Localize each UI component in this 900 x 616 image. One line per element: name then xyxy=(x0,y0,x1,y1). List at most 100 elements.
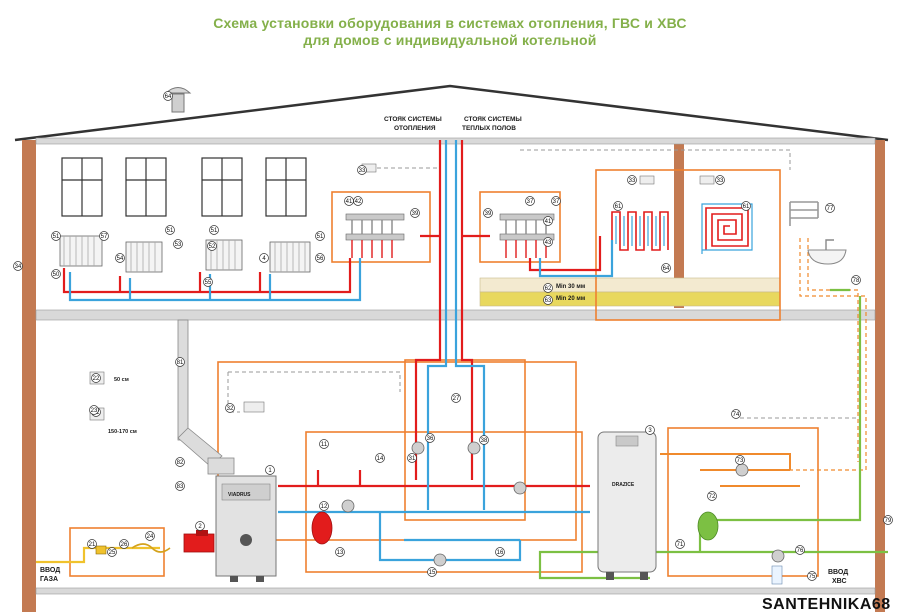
min30-label: Min 30 мм xyxy=(556,284,586,290)
warm-floor-insulation xyxy=(479,291,781,307)
marker-m61b: 61 xyxy=(741,201,751,211)
marker-m72: 72 xyxy=(707,491,717,501)
marker-label: 62 xyxy=(545,286,552,292)
radiator-2 xyxy=(125,241,163,273)
manifold-frame-left xyxy=(331,191,431,263)
diagram-title-line2: для домов с индивидуальной котельной xyxy=(303,32,597,48)
riser-floor-label-2: ТЕПЛЫХ ПОЛОВ xyxy=(462,125,516,132)
marker-m3: 3 xyxy=(645,425,655,435)
riser-floor-label-1: СТОЯК СИСТЕМЫ xyxy=(464,116,522,123)
expansion-tank-heating xyxy=(311,511,333,545)
gas-input-label-2: ГАЗА xyxy=(40,576,58,583)
ground-slab xyxy=(35,587,876,595)
marker-m57: 57 xyxy=(99,231,109,241)
height-50-label: 50 см xyxy=(114,377,129,383)
warm-floor-frame xyxy=(595,169,781,321)
marker-m21: 21 xyxy=(87,539,97,549)
marker-m16: 16 xyxy=(495,547,505,557)
window-2 xyxy=(125,157,167,217)
towel-rail xyxy=(789,201,819,226)
warm-floor-screed xyxy=(479,277,781,293)
marker-m82: 82 xyxy=(175,457,185,467)
marker-m64b: 64 xyxy=(661,263,671,273)
cold-filter xyxy=(771,565,783,585)
return-radiator-loop xyxy=(68,258,362,302)
marker-m51c: 51 xyxy=(209,225,219,235)
marker-m53: 53 xyxy=(173,239,183,249)
floor-coil-serpentine xyxy=(611,211,669,251)
marker-label: 13 xyxy=(337,550,344,556)
marker-m51d: 51 xyxy=(315,231,325,241)
marker-m81: 81 xyxy=(175,357,185,367)
cold-branch xyxy=(698,296,862,552)
marker-m34: 34 xyxy=(13,261,23,271)
marker-m39b: 39 xyxy=(483,208,493,218)
floor-coil-spiral-return xyxy=(701,203,753,254)
marker-label: 31 xyxy=(409,456,416,462)
marker-m11: 11 xyxy=(319,439,329,449)
marker-m31: 31 xyxy=(407,453,417,463)
manifold-frame-right xyxy=(479,191,561,263)
marker-label: 22 xyxy=(93,376,100,382)
marker-label: 74 xyxy=(733,412,740,418)
radiator-4 xyxy=(269,241,311,273)
expansion-tank-water xyxy=(697,511,719,541)
cold-main xyxy=(538,550,888,580)
mixing-frame xyxy=(404,359,526,521)
boiler xyxy=(215,475,277,582)
riser-heating-label-1: СТОЯК СИСТЕМЫ xyxy=(384,116,442,123)
marker-label: 61 xyxy=(743,204,750,210)
control-wire-1 xyxy=(227,371,401,413)
supply-main-2 xyxy=(316,470,362,486)
marker-m41b: 41 xyxy=(543,216,553,226)
marker-label: 26 xyxy=(121,542,128,548)
window-1 xyxy=(61,157,103,217)
group-frame xyxy=(305,431,583,573)
marker-label: 57 xyxy=(101,234,108,240)
marker-m36: 36 xyxy=(425,433,435,443)
supply-riser-floor xyxy=(460,140,474,480)
marker-m54: 54 xyxy=(115,253,125,263)
marker-m77: 77 xyxy=(825,203,835,213)
cold-input-label-1: ВВОД xyxy=(828,569,848,576)
roof xyxy=(14,84,889,142)
marker-label: 42 xyxy=(355,199,362,205)
marker-label: 79 xyxy=(885,518,892,524)
inner-wall xyxy=(674,140,684,308)
marker-label: 55 xyxy=(205,280,212,286)
left-wall xyxy=(22,140,36,612)
return-lower xyxy=(378,512,522,562)
pump-7 xyxy=(771,549,785,563)
marker-label: 63 xyxy=(545,298,552,304)
marker-label: 27 xyxy=(453,396,460,402)
watermark: SANTEHNIKA68 xyxy=(762,596,891,613)
marker-label: 73 xyxy=(737,458,744,464)
marker-label: 77 xyxy=(827,206,834,212)
marker-label: 14 xyxy=(377,456,384,462)
marker-label: 37 xyxy=(527,199,534,205)
control-wire-4 xyxy=(740,417,861,470)
marker-m61a: 61 xyxy=(613,201,623,211)
return-floor-loop xyxy=(538,240,614,278)
marker-label: 54 xyxy=(117,256,124,262)
marker-m51a: 51 xyxy=(51,231,61,241)
marker-label: 51 xyxy=(53,234,60,240)
marker-label: 75 xyxy=(809,574,816,580)
marker-label: 25 xyxy=(109,550,116,556)
gas-valve xyxy=(95,545,107,555)
marker-m62: 62 xyxy=(543,283,553,293)
pump-2 xyxy=(467,441,481,455)
marker-label: 1 xyxy=(268,468,272,474)
marker-label: 36 xyxy=(427,436,434,442)
marker-label: 76 xyxy=(797,548,804,554)
manifold-left xyxy=(345,213,405,258)
marker-m39a: 39 xyxy=(410,208,420,218)
floor-coil-spiral xyxy=(705,207,749,250)
marker-m51b: 51 xyxy=(165,225,175,235)
diagram-title-line1: Схема установки оборудования в системах … xyxy=(213,15,687,31)
marker-m64: 64 xyxy=(163,91,173,101)
marker-label: 32 xyxy=(227,406,234,412)
marker-label: 2 xyxy=(198,524,202,530)
riser-heating-label-2: ОТОПЛЕНИЯ xyxy=(394,125,436,132)
